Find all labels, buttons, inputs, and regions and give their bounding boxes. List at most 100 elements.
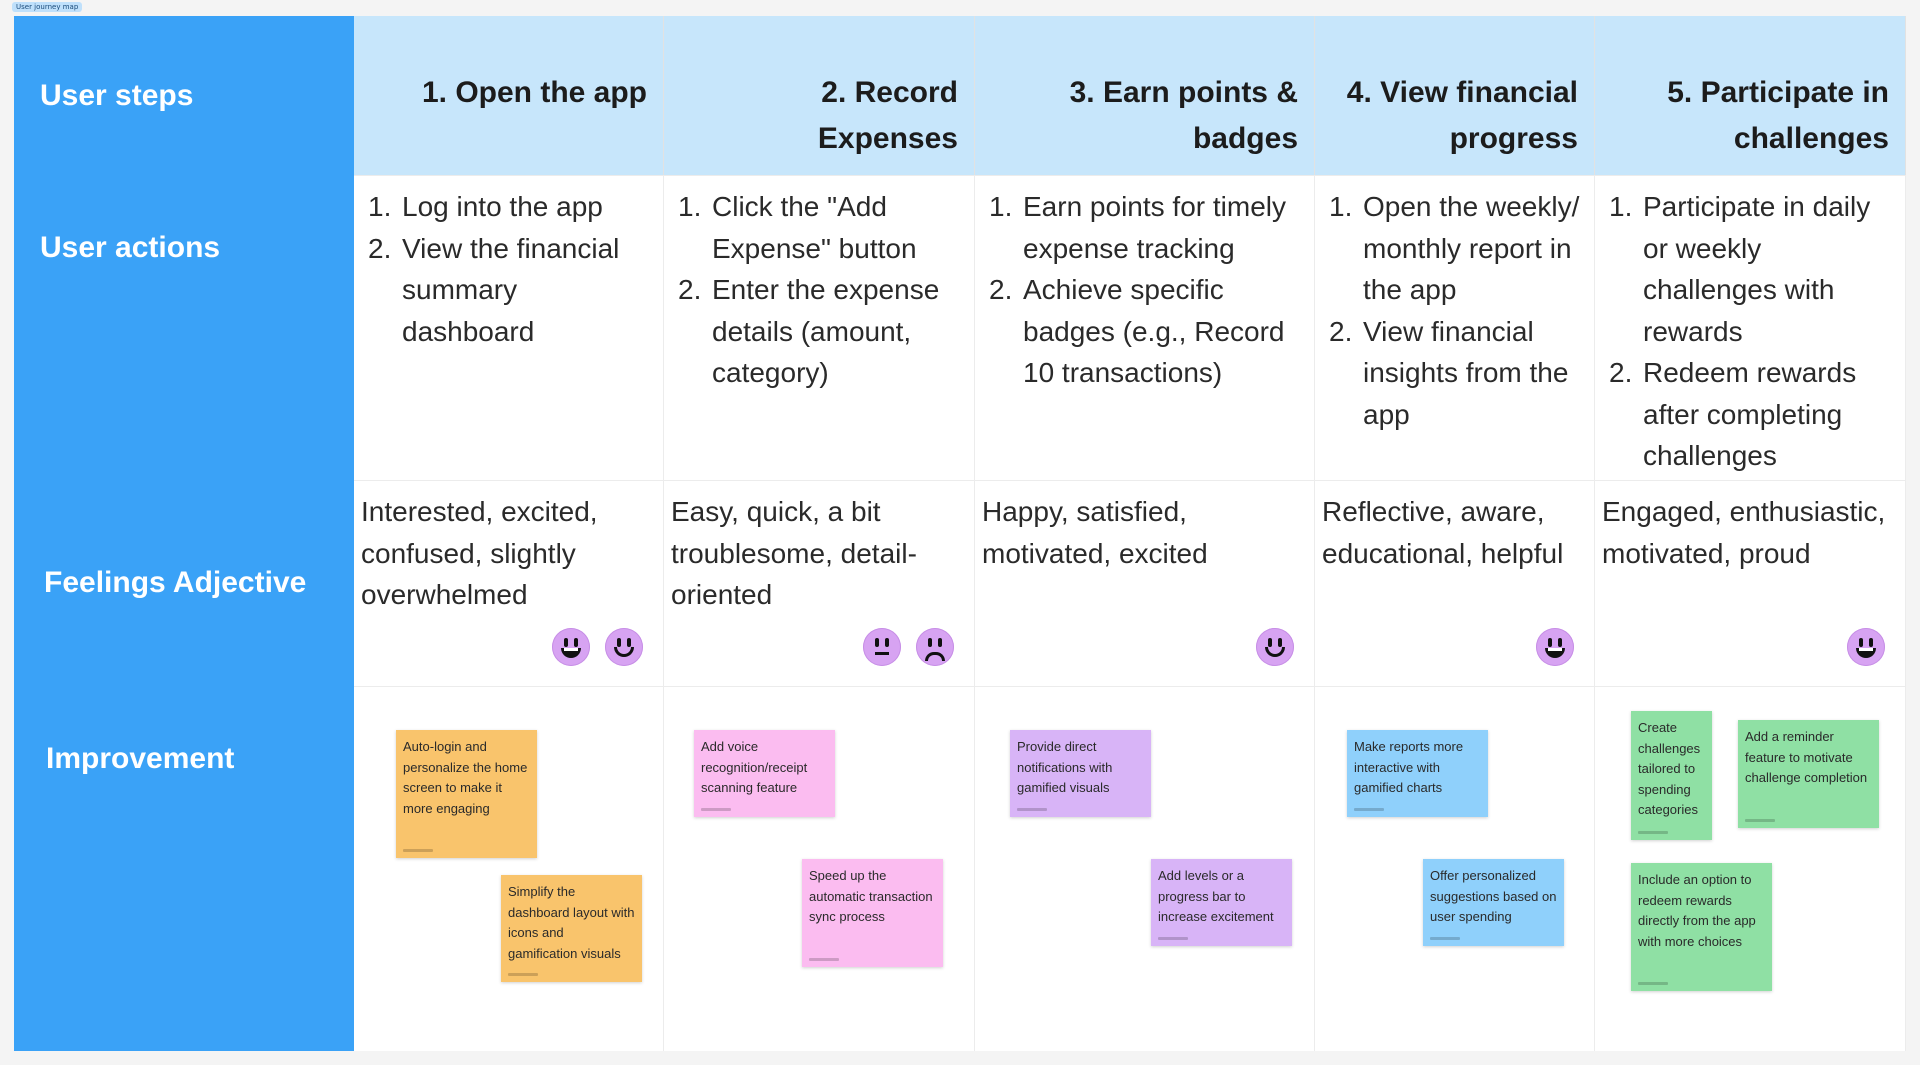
sticky-signature [1158, 937, 1188, 940]
sad-face-icon[interactable] [916, 628, 954, 666]
actions-cell-1: 1. Log into the app 2. View the financial … [354, 175, 664, 480]
sticky-text: Add a reminder feature to motivate chall… [1745, 729, 1868, 785]
action-number: 2. [989, 274, 1013, 305]
feeling-text: Happy, satisfied, motivated, excited [982, 496, 1208, 569]
sticky-text: Include an option to redeem rewards dire… [1638, 872, 1756, 949]
sticky-signature [701, 808, 731, 811]
step-header-4: 4. View financial progress [1315, 16, 1595, 175]
sticky-signature [1638, 982, 1668, 985]
action-text: Open the weekly/ monthly report in the a… [1363, 191, 1580, 305]
actions-cell-5: 1. Participate in daily or weekly challen… [1595, 175, 1906, 480]
action-text: Enter the expense details (amount, categ… [712, 274, 940, 388]
sticky-note[interactable]: Provide direct notifications with gamifi… [1010, 730, 1151, 817]
sticky-signature [1638, 831, 1668, 834]
sticky-note[interactable]: Auto-login and personalize the home scre… [396, 730, 537, 858]
step-header-3: 3. Earn points & badges [975, 16, 1315, 175]
action-text: Click the "Add Expense" button [712, 191, 917, 264]
improvement-cell-1: Auto-login and personalize the home scre… [354, 686, 664, 1051]
action-item: 2. View financial insights from the app [1329, 311, 1584, 436]
sticky-text: Add levels or a progress bar to increase… [1158, 868, 1274, 924]
sticky-signature [1745, 819, 1775, 822]
sticky-note[interactable]: Add levels or a progress bar to increase… [1151, 859, 1292, 946]
action-number: 1. [989, 191, 1013, 222]
sticky-text: Add voice recognition/receipt scanning f… [701, 739, 808, 795]
action-text: Participate in daily or weekly challenge… [1643, 191, 1871, 347]
grin-icon[interactable] [1847, 628, 1885, 666]
feelings-cell-2: Easy, quick, a bit troublesome, detail-o… [664, 480, 975, 686]
action-number: 2. [1329, 315, 1353, 347]
action-number: 2. [1609, 357, 1633, 388]
improvement-cell-2: Add voice recognition/receipt scanning f… [664, 686, 975, 1051]
neutral-face-icon[interactable] [863, 628, 901, 666]
sticky-signature [403, 849, 433, 852]
journey-map-board: User steps 1. Open the app 2. Record Exp… [14, 16, 1906, 1051]
action-text: Log into the app [402, 191, 603, 222]
action-item: 2. View the financial summary dashboard [368, 228, 653, 353]
sticky-text: Create challenges tailored to spending c… [1638, 720, 1701, 817]
row-header-user-steps: User steps [14, 16, 354, 175]
sticky-text: Simplify the dashboard layout with icons… [508, 884, 635, 961]
action-number: 2. [678, 274, 702, 305]
action-item: 1.Click the "Add Expense" button [678, 186, 964, 269]
sticky-text: Auto-login and personalize the home scre… [403, 739, 528, 816]
feeling-text: Engaged, enthusiastic, motivated, proud [1602, 496, 1886, 569]
action-text: Redeem rewards after completing challeng… [1643, 357, 1857, 471]
sticky-text: Provide direct notifications with gamifi… [1017, 739, 1113, 795]
actions-cell-4: 1. Open the weekly/ monthly report in the… [1315, 175, 1595, 480]
sticky-note[interactable]: Speed up the automatic transaction sync … [802, 859, 943, 967]
action-number: 1. [368, 191, 392, 222]
sticky-note[interactable]: Make reports more interactive with gamif… [1347, 730, 1488, 817]
sticky-note[interactable]: Simplify the dashboard layout with icons… [501, 875, 642, 982]
sticky-text: Speed up the automatic transaction sync … [809, 868, 933, 924]
sticky-text: Make reports more interactive with gamif… [1354, 739, 1464, 795]
improvement-cell-3: Provide direct notifications with gamifi… [975, 686, 1315, 1051]
action-number: 1. [1609, 191, 1633, 222]
sticky-signature [1430, 937, 1460, 940]
sticky-note[interactable]: Add a reminder feature to motivate chall… [1738, 720, 1879, 828]
row-header-feelings: Feelings Adjective [14, 480, 354, 686]
feelings-cell-3: Happy, satisfied, motivated, excited [975, 480, 1315, 686]
improvement-cell-4: Make reports more interactive with gamif… [1315, 686, 1595, 1051]
smile-icon[interactable] [605, 628, 643, 666]
action-item: 1. Open the weekly/ monthly report in the… [1329, 186, 1584, 311]
action-item: 1. Earn points for timely expense trackin… [989, 186, 1304, 269]
row-header-improvement: Improvement [14, 686, 354, 1051]
sticky-signature [508, 973, 538, 976]
feelings-cell-1: Interested, excited, confused, slightly … [354, 480, 664, 686]
feeling-text: Easy, quick, a bit troublesome, detail-o… [671, 496, 917, 610]
grin-icon[interactable] [1536, 628, 1574, 666]
action-item: 2. Achieve specific badges (e.g., Record … [989, 269, 1304, 394]
sticky-note[interactable]: Offer personalized suggestions based on … [1423, 859, 1564, 946]
feelings-cell-5: Engaged, enthusiastic, motivated, proud [1595, 480, 1906, 686]
feeling-text: Interested, excited, confused, slightly … [361, 496, 598, 610]
sticky-text: Offer personalized suggestions based on … [1430, 868, 1557, 924]
action-number: 2. [368, 232, 392, 264]
sticky-note[interactable]: Create challenges tailored to spending c… [1631, 711, 1712, 840]
actions-cell-3: 1. Earn points for timely expense trackin… [975, 175, 1315, 480]
action-item: 1. Participate in daily or weekly challen… [1609, 186, 1895, 352]
action-text: View the financial summary dashboard [402, 232, 620, 347]
step-header-2: 2. Record Expenses [664, 16, 975, 175]
action-item: 2. Enter the expense details (amount, cat… [678, 269, 964, 394]
step-header-5: 5. Participate in challenges [1595, 16, 1906, 175]
action-text: Earn points for timely expense tracking [1023, 191, 1286, 264]
feelings-cell-4: Reflective, aware, educational, helpful [1315, 480, 1595, 686]
sticky-note[interactable]: Add voice recognition/receipt scanning f… [694, 730, 835, 817]
sticky-signature [1354, 808, 1384, 811]
frame-label[interactable]: User journey map [12, 2, 83, 12]
sticky-signature [1017, 808, 1047, 811]
sticky-note[interactable]: Include an option to redeem rewards dire… [1631, 863, 1772, 991]
step-header-1: 1. Open the app [354, 16, 664, 175]
action-item: 2. Redeem rewards after completing challe… [1609, 352, 1895, 477]
action-item: 1. Log into the app [368, 186, 653, 228]
actions-cell-2: 1.Click the "Add Expense" button 2. Enter… [664, 175, 975, 480]
improvement-cell-5: Create challenges tailored to spending c… [1595, 686, 1906, 1051]
action-text: Achieve specific badges (e.g., Record 10… [1023, 274, 1285, 388]
sticky-signature [809, 958, 839, 961]
grin-icon[interactable] [552, 628, 590, 666]
feeling-text: Reflective, aware, educational, helpful [1322, 496, 1564, 569]
action-number: 1. [1329, 191, 1353, 222]
smile-icon[interactable] [1256, 628, 1294, 666]
action-text: View financial insights from the app [1363, 315, 1569, 430]
row-header-user-actions: User actions [14, 175, 354, 480]
